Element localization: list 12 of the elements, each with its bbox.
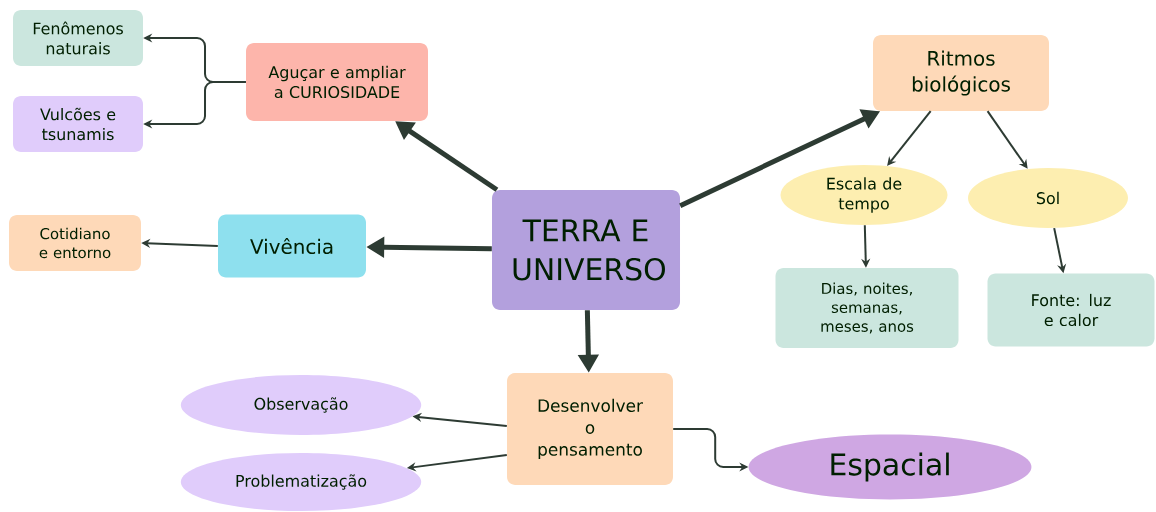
concept-box: Vulcões e tsunamis (13, 96, 143, 152)
concept-box: Cotidiano e entorno (9, 215, 141, 271)
concept-box: Desenvolver o pensamento (507, 373, 673, 485)
arrow (986, 110, 1028, 169)
concept-box: Vivência (218, 214, 366, 278)
concept-box: Aguçar e ampliar a CURIOSIDADE (246, 43, 428, 121)
concept-box: Dias, noites, semanas, meses, anos (775, 268, 959, 348)
arrow (887, 110, 932, 166)
topic-box: TERRA E UNIVERSO (492, 190, 680, 310)
concept-box: Fenômenos naturais (13, 10, 143, 66)
concept-box: Ritmos biológicos (873, 35, 1049, 111)
concept-box: Fonte: luz e calor (987, 273, 1155, 347)
